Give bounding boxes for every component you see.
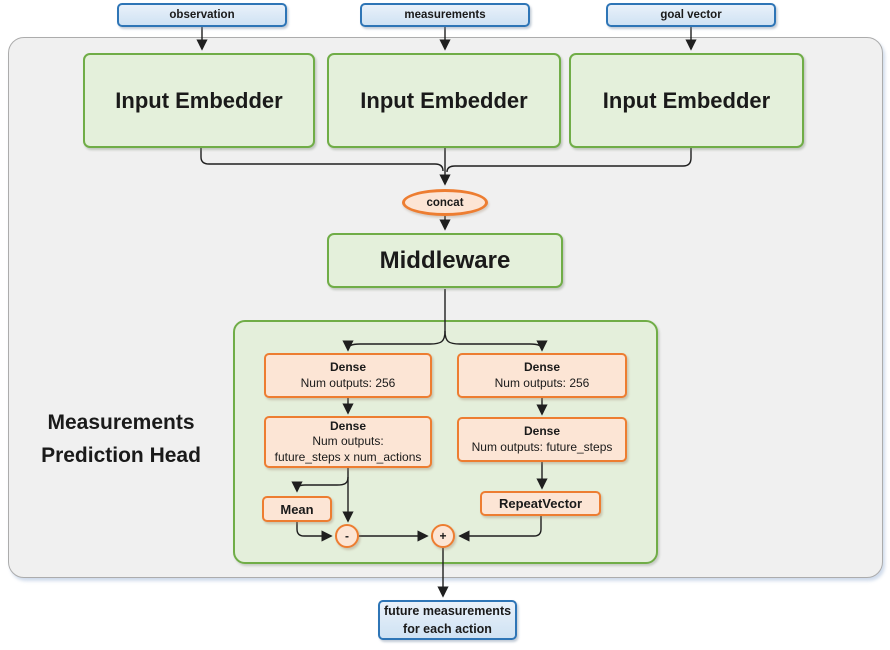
input-observation: observation [117, 3, 287, 27]
input-embedder-3: Input Embedder [569, 53, 804, 148]
dense-right-2-detail: Num outputs: future_steps [471, 439, 613, 454]
middleware-label: Middleware [379, 246, 511, 274]
middleware-node: Middleware [327, 233, 563, 288]
input-embedder-2-label: Input Embedder [360, 87, 528, 113]
input-measurements: measurements [360, 3, 530, 27]
dense-right-1-name: Dense [523, 359, 561, 374]
concat-node: concat [402, 189, 488, 216]
dense-left-1-detail: Num outputs: 256 [300, 375, 396, 390]
repeat-vector-node: RepeatVector [480, 491, 601, 516]
mean-node: Mean [262, 496, 332, 522]
dense-right-1-detail: Num outputs: 256 [494, 375, 590, 390]
input-goal-vector-label: goal vector [660, 9, 722, 21]
input-observation-label: observation [169, 9, 235, 21]
dense-right-2-name: Dense [523, 423, 561, 438]
dense-right-1: Dense Num outputs: 256 [457, 353, 627, 398]
dense-left-2-name: Dense [329, 418, 367, 433]
dense-left-1-name: Dense [329, 359, 367, 374]
input-measurements-label: measurements [404, 9, 486, 21]
minus-op-node: - [335, 524, 359, 548]
repeat-vector-label: RepeatVector [498, 496, 583, 511]
concat-label: concat [426, 196, 464, 209]
input-embedder-1-label: Input Embedder [115, 87, 283, 113]
mean-label: Mean [280, 501, 314, 517]
dense-left-1: Dense Num outputs: 256 [264, 353, 432, 398]
input-embedder-2: Input Embedder [327, 53, 561, 148]
output-future-measurements: future measurements for each action [378, 600, 517, 640]
minus-op-label: - [345, 528, 349, 543]
input-goal-vector: goal vector [606, 3, 776, 27]
input-embedder-1: Input Embedder [83, 53, 315, 148]
plus-op-node: + [431, 524, 455, 548]
dense-left-2-detail: Num outputs: future_steps x num_actions [274, 434, 422, 464]
input-embedder-3-label: Input Embedder [602, 87, 771, 113]
plus-op-label: + [439, 528, 447, 543]
dense-right-2: Dense Num outputs: future_steps [457, 417, 627, 462]
dense-left-2: Dense Num outputs: future_steps x num_ac… [264, 416, 432, 468]
prediction-head-title: Measurements Prediction Head [41, 411, 201, 467]
